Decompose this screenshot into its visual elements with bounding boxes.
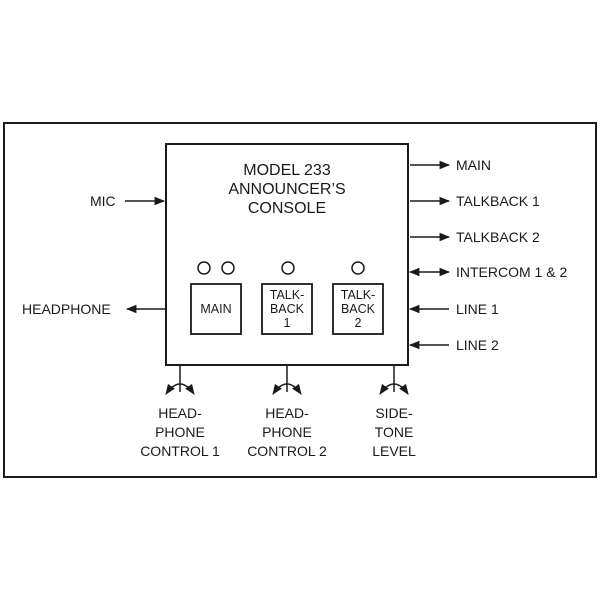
headphone-control-2-label-line-2: PHONE: [262, 424, 312, 440]
sidetone-level-knob[interactable]: [379, 365, 409, 395]
sidetone-level-label-line-2: TONE: [375, 424, 414, 440]
line-1-label: LINE 1: [456, 301, 499, 317]
headphone-control-2-label-line-3: CONTROL 2: [247, 443, 327, 459]
intercom-label: INTERCOM 1 & 2: [456, 264, 567, 280]
line-2-label: LINE 2: [456, 337, 499, 353]
console-title-line-2: ANNOUNCER’S: [228, 181, 345, 198]
talkback-2-label-line-3: 2: [355, 316, 362, 330]
indicator-lamp-main-2: [221, 261, 235, 275]
talkback-1-label-line-1: TALK-: [270, 288, 305, 302]
headphone-control-2-knob[interactable]: [272, 365, 302, 395]
headphone-control-1-label-line-3: CONTROL 1: [140, 443, 220, 459]
main-output-label: MAIN: [456, 157, 491, 173]
indicator-lamp-main-1: [197, 261, 211, 275]
talkback-2-output-label: TALKBACK 2: [456, 229, 540, 245]
headphone-label: HEADPHONE: [22, 301, 111, 317]
sidetone-level-label-line-1: SIDE-: [375, 405, 413, 421]
headphone-control-1-label-line-1: HEAD-: [158, 405, 202, 421]
indicator-lamp-talkback-2: [351, 261, 365, 275]
talkback-1-label-line-3: 1: [284, 316, 291, 330]
main-button-label: MAIN: [200, 302, 231, 316]
indicator-lamp-talkback-1: [281, 261, 295, 275]
talkback-1-button[interactable]: TALK- BACK 1: [261, 283, 313, 335]
outer-frame: [3, 122, 597, 478]
main-button[interactable]: MAIN: [190, 283, 242, 335]
headphone-control-1-knob[interactable]: [165, 365, 195, 395]
mic-label: MIC: [90, 193, 116, 209]
talkback-2-button[interactable]: TALK- BACK 2: [332, 283, 384, 335]
console-title-line-1: MODEL 233: [243, 162, 331, 179]
console-title-line-3: CONSOLE: [248, 200, 326, 217]
talkback-1-output-label: TALKBACK 1: [456, 193, 540, 209]
sidetone-level-label-line-3: LEVEL: [372, 443, 416, 459]
headphone-control-2-label-line-1: HEAD-: [265, 405, 309, 421]
headphone-control-1-label-line-2: PHONE: [155, 424, 205, 440]
talkback-2-label-line-1: TALK-: [341, 288, 376, 302]
talkback-1-label-line-2: BACK: [270, 302, 305, 316]
talkback-2-label-line-2: BACK: [341, 302, 376, 316]
